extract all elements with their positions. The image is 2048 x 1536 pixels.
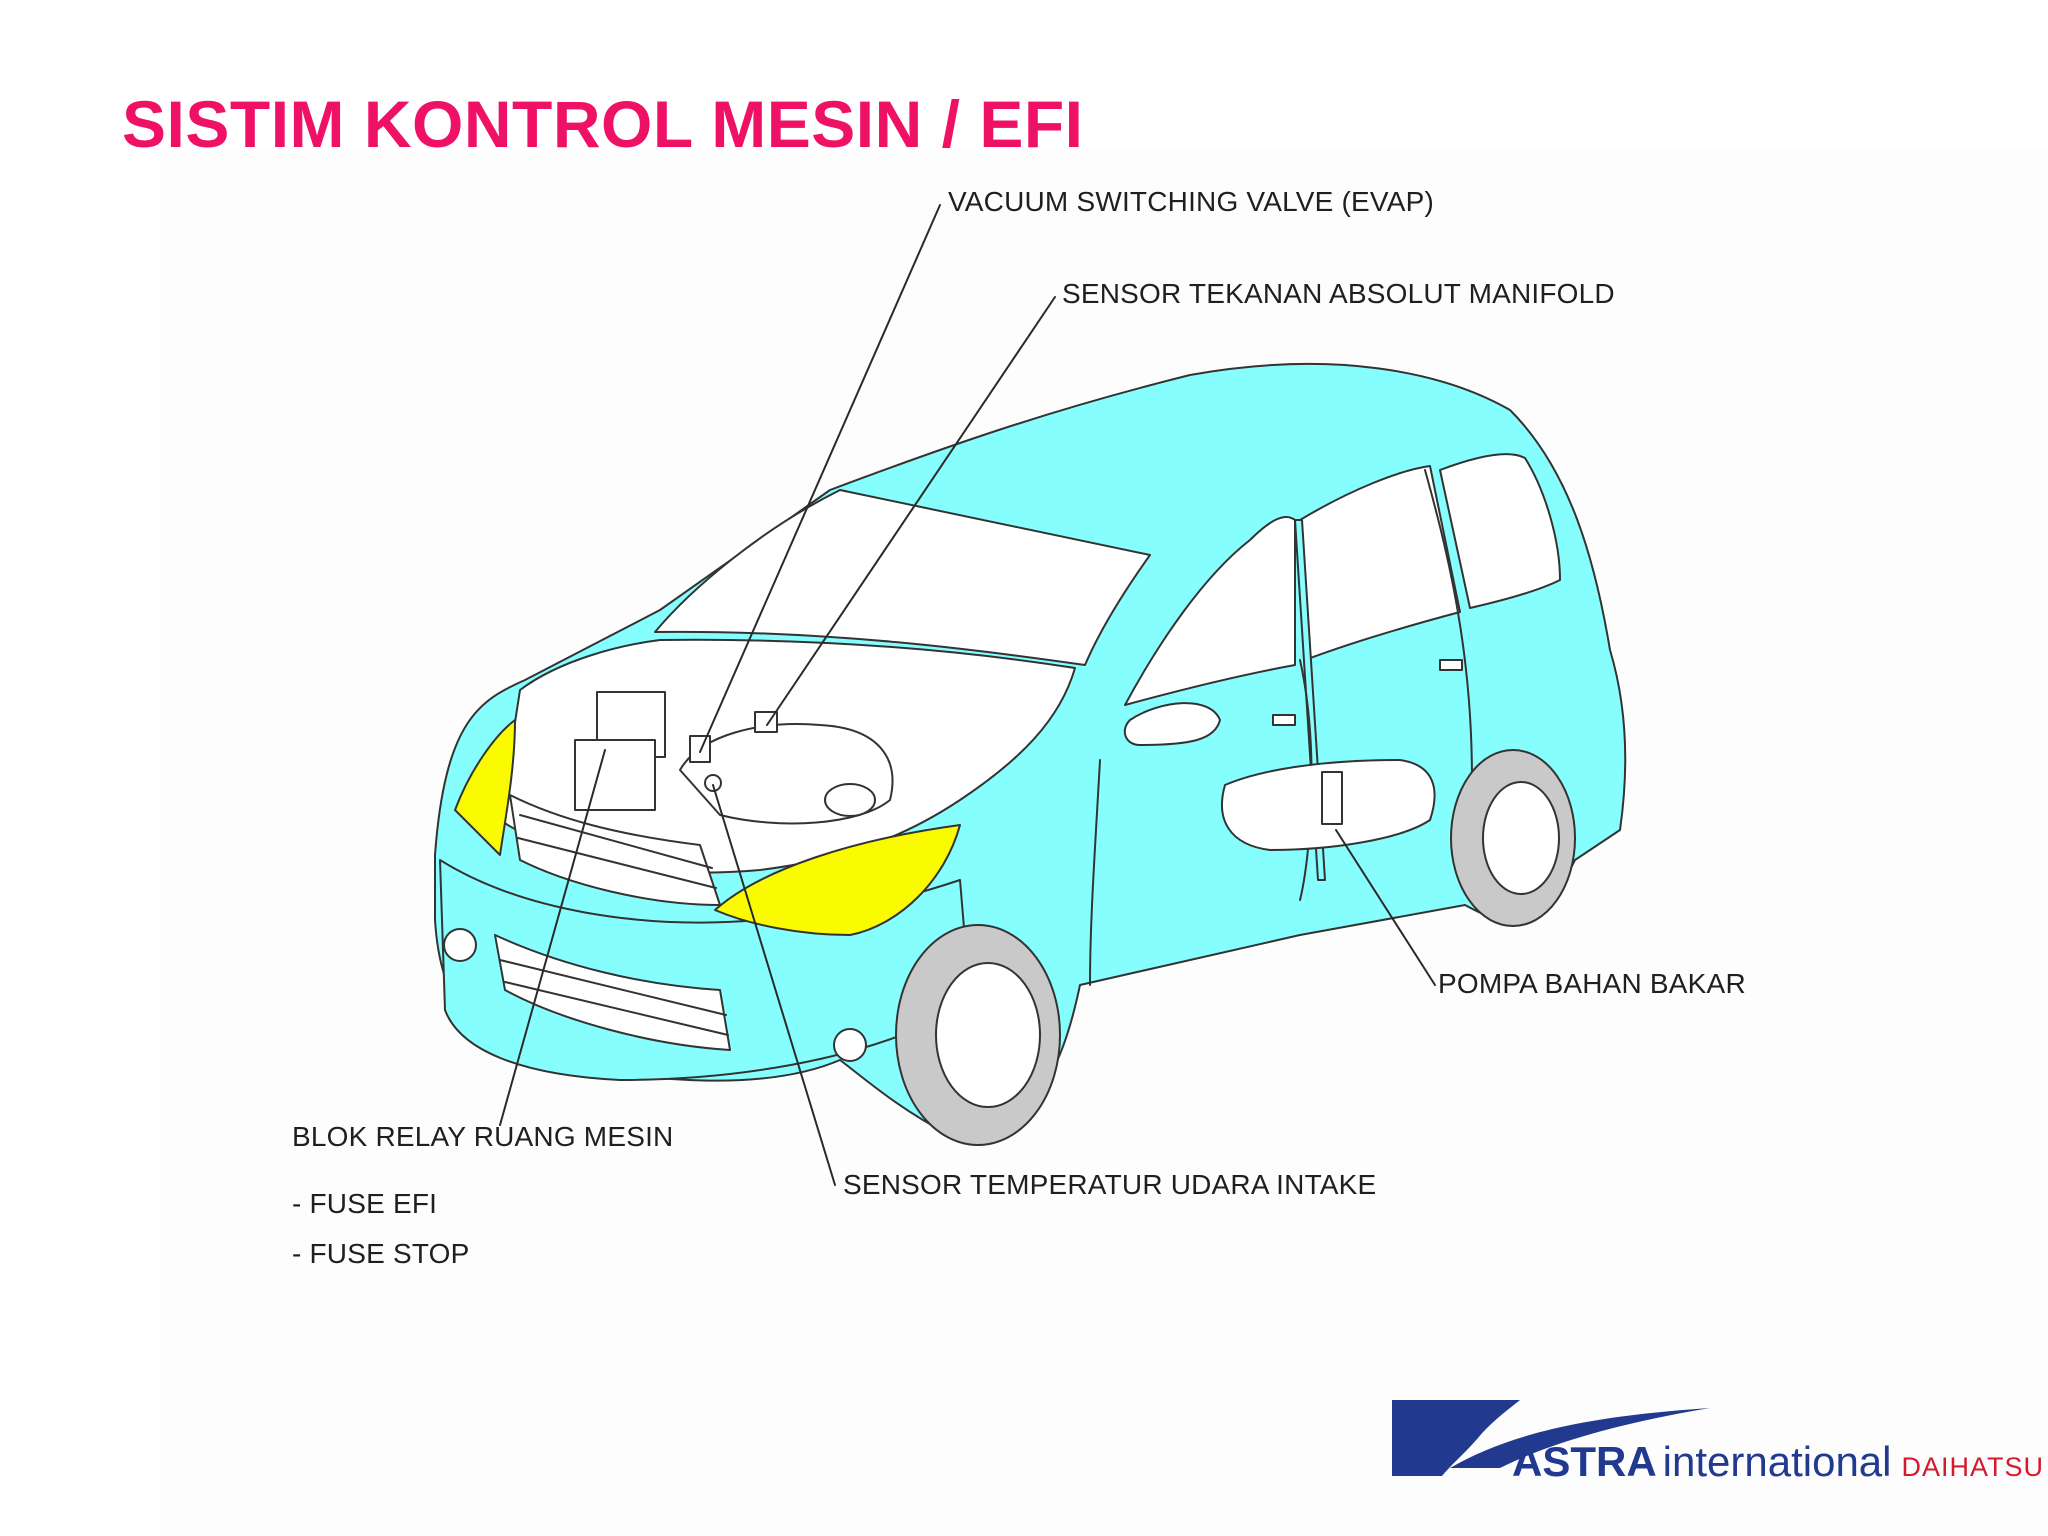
fog-lamp-right: [833, 1028, 867, 1062]
iat-sensor: [704, 774, 722, 792]
rear-door-handle: [1439, 659, 1463, 671]
front-wheel: [895, 924, 1061, 1146]
logo-brand: ASTRA: [1512, 1438, 1657, 1485]
side-mirror: [1123, 702, 1221, 746]
leader-relay: [499, 749, 606, 1126]
rear-wheel: [1450, 749, 1576, 927]
callout-vacuum-switching-valve: VACUUM SWITCHING VALVE (EVAP): [948, 186, 1434, 217]
leader-fuel-pump: [1335, 829, 1436, 986]
logo-partner: DAIHATSU: [1901, 1452, 2045, 1482]
front-side-window: [1124, 515, 1296, 706]
air-filter: [824, 783, 876, 817]
fuel-pump: [1321, 771, 1343, 825]
middle-side-window: [1299, 465, 1461, 661]
callout-fuse-efi: - FUSE EFI: [292, 1188, 438, 1219]
callout-relay-block: BLOK RELAY RUANG MESIN: [292, 1121, 674, 1152]
page-title: SISTIM KONTROL MESIN / EFI: [122, 87, 1084, 161]
leader-iat: [712, 784, 836, 1186]
vsv-evap: [689, 735, 711, 763]
windshield: [654, 489, 1151, 666]
logo-brand-suffix: international: [1662, 1438, 1892, 1485]
headlamp-right: [714, 824, 961, 936]
callout-map-sensor: SENSOR TEKANAN ABSOLUT MANIFOLD: [1062, 278, 1615, 309]
callout-intake-air-temp-sensor: SENSOR TEMPERATUR UDARA INTAKE: [843, 1169, 1377, 1200]
fog-lamp-left: [443, 928, 477, 962]
headlamp-left: [454, 719, 516, 856]
leader-map: [766, 296, 1056, 726]
rear-side-window: [1439, 453, 1561, 609]
callout-fuel-pump: POMPA BAHAN BAKAR: [1438, 968, 1746, 999]
astra-logo-graphic: [1392, 1400, 1710, 1476]
front-door-handle: [1272, 714, 1296, 726]
callout-fuse-stop: - FUSE STOP: [292, 1238, 470, 1269]
leader-vsv: [699, 204, 941, 753]
